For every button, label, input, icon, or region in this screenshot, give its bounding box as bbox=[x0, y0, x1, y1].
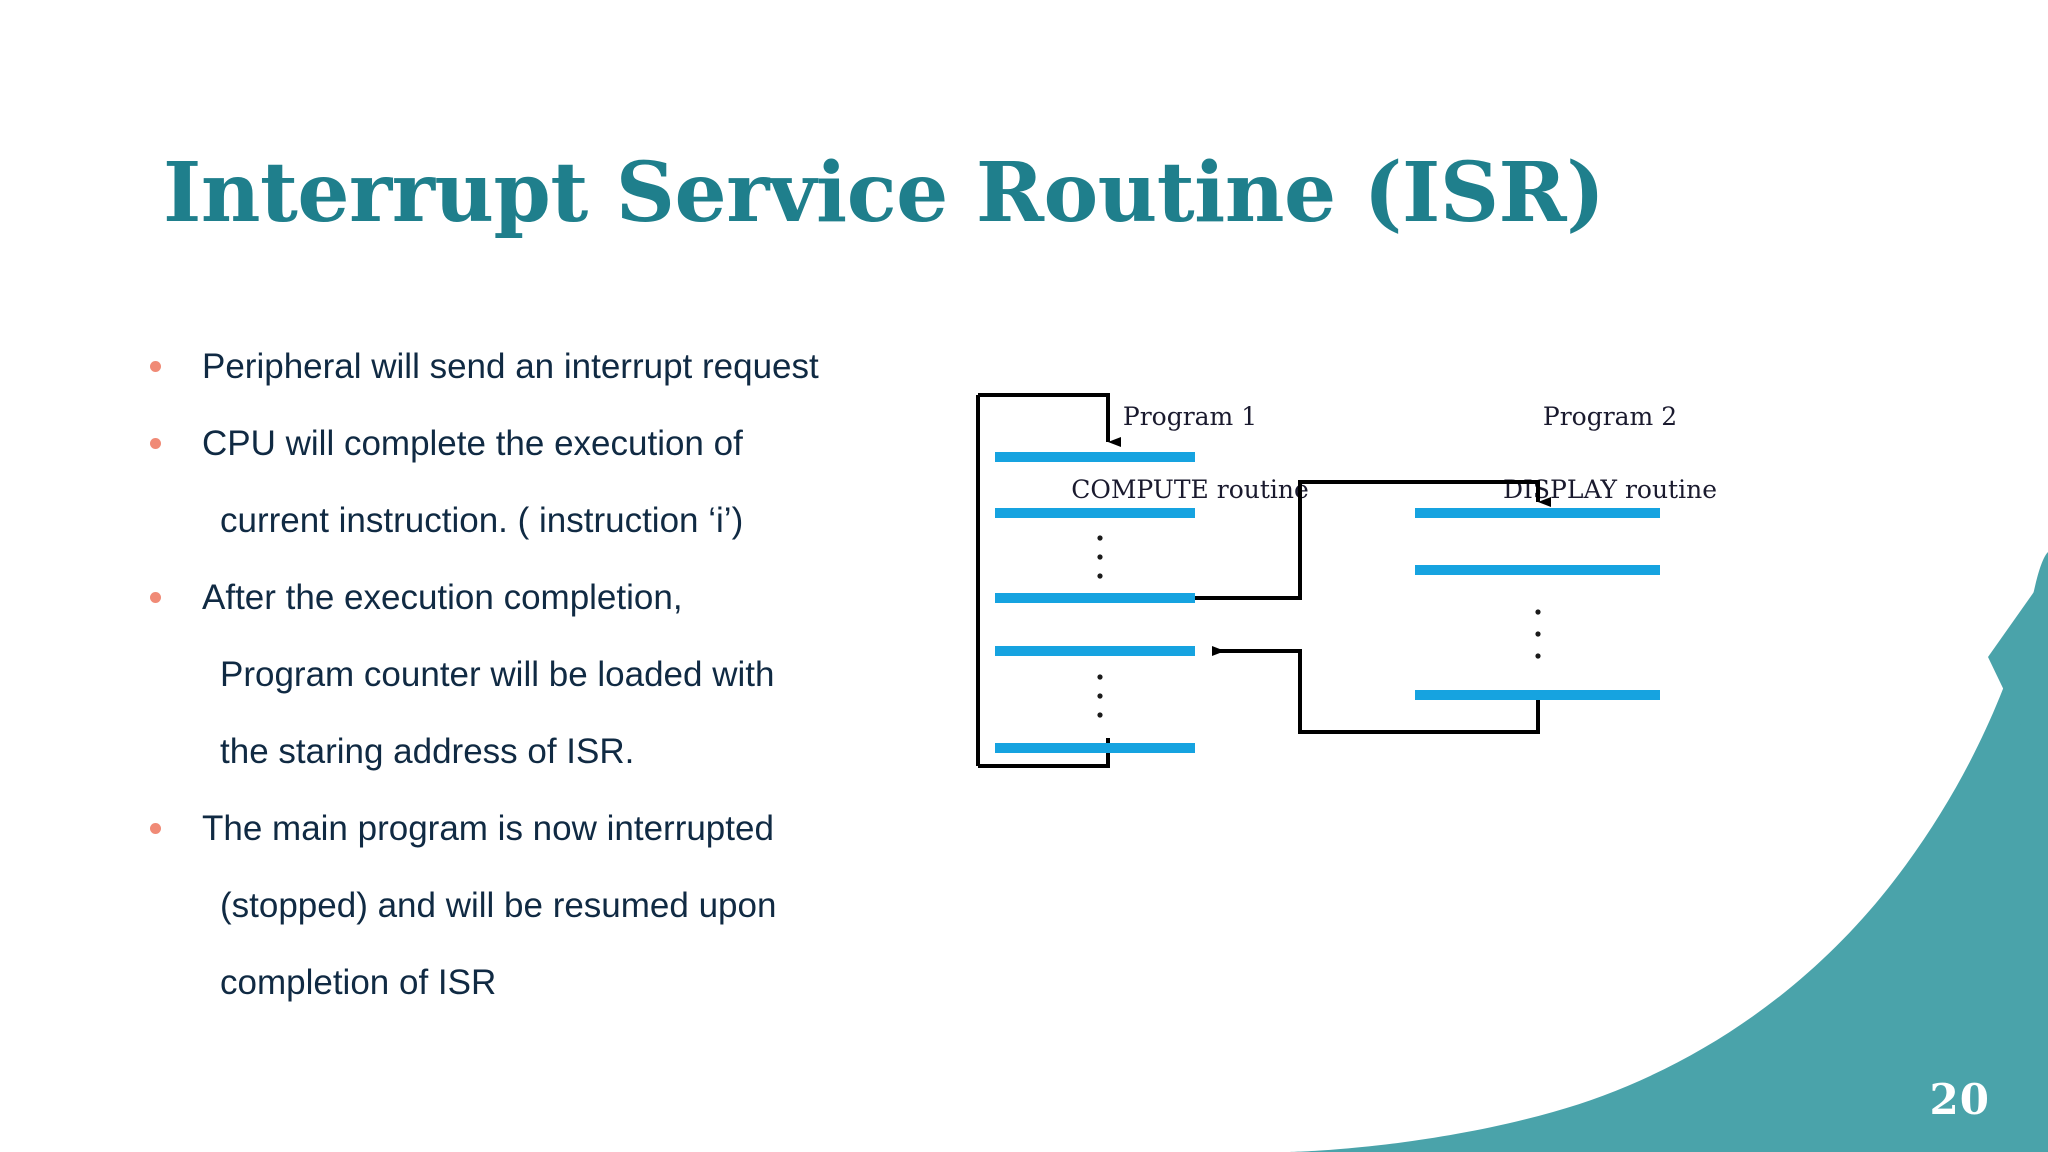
return-branch-to-main bbox=[1212, 646, 1540, 734]
program2-instruction-bar-2 bbox=[1415, 565, 1660, 575]
bullet-marker bbox=[150, 559, 192, 636]
bullet-marker bbox=[150, 405, 192, 482]
program1-instruction-bar-2 bbox=[995, 508, 1195, 518]
program2-title: Program 2 bbox=[1543, 402, 1677, 431]
list-item: The main program is now interrupted bbox=[150, 790, 950, 867]
bullet-marker bbox=[150, 328, 192, 405]
list-item: CPU will complete the execution of bbox=[150, 405, 950, 482]
list-item-continuation: (stopped) and will be resumed upon bbox=[150, 867, 950, 944]
list-item-text: the staring address of ISR. bbox=[220, 732, 635, 771]
bullet-marker bbox=[150, 790, 192, 867]
program1-title: Program 1 bbox=[1123, 402, 1257, 431]
bullet-marker-empty bbox=[150, 713, 192, 790]
program1-instruction-bar-i-plus-1 bbox=[995, 646, 1195, 656]
program1-subtitle: COMPUTE routine bbox=[1071, 475, 1309, 504]
list-item-text: CPU will complete the execution of bbox=[202, 424, 743, 463]
list-item-continuation: current instruction. ( instruction ‘i’) bbox=[150, 482, 950, 559]
list-item-text: The main program is now interrupted bbox=[202, 809, 774, 848]
bullet-marker-empty bbox=[150, 636, 192, 713]
program1-ellipsis-lower bbox=[1097, 674, 1103, 718]
bullet-marker-empty bbox=[150, 482, 192, 559]
program2-ellipsis bbox=[1535, 609, 1541, 659]
page-title: Interrupt Service Routine (ISR) bbox=[163, 145, 1605, 241]
program1-instruction-bar-M bbox=[995, 743, 1195, 753]
list-item-text: current instruction. ( instruction ‘i’) bbox=[220, 501, 744, 540]
program1-instruction-bar-1 bbox=[995, 452, 1195, 462]
program1-instruction-bar-i bbox=[995, 593, 1195, 603]
bullet-list: Peripheral will send an interrupt reques… bbox=[150, 328, 950, 1021]
interrupt-flow-diagram: Program 1 COMPUTE routine Program 2 DISP… bbox=[960, 380, 1980, 980]
program2-instruction-bar-1 bbox=[1415, 508, 1660, 518]
list-item-continuation: Program counter will be loaded with bbox=[150, 636, 950, 713]
list-item-continuation: completion of ISR bbox=[150, 944, 950, 1021]
bullet-marker-empty bbox=[150, 944, 192, 1021]
program2-subtitle: DISPLAY routine bbox=[1503, 475, 1717, 504]
list-item-text: completion of ISR bbox=[220, 963, 497, 1002]
list-item-continuation: the staring address of ISR. bbox=[150, 713, 950, 790]
list-item-text: After the execution completion, bbox=[202, 578, 683, 617]
list-item-text: (stopped) and will be resumed upon bbox=[220, 886, 777, 925]
list-item-text: Program counter will be loaded with bbox=[220, 655, 775, 694]
interrupt-branch-to-isr bbox=[1195, 480, 1551, 600]
list-item: Peripheral will send an interrupt reques… bbox=[150, 328, 950, 405]
program2-instruction-bar-last bbox=[1415, 690, 1660, 700]
program1-loop-top bbox=[978, 393, 1121, 447]
page-number: 20 bbox=[1929, 1075, 1990, 1124]
program1-ellipsis-upper bbox=[1097, 535, 1103, 579]
list-item-text: Peripheral will send an interrupt reques… bbox=[202, 347, 819, 386]
list-item: After the execution completion, bbox=[150, 559, 950, 636]
bullet-marker-empty bbox=[150, 867, 192, 944]
